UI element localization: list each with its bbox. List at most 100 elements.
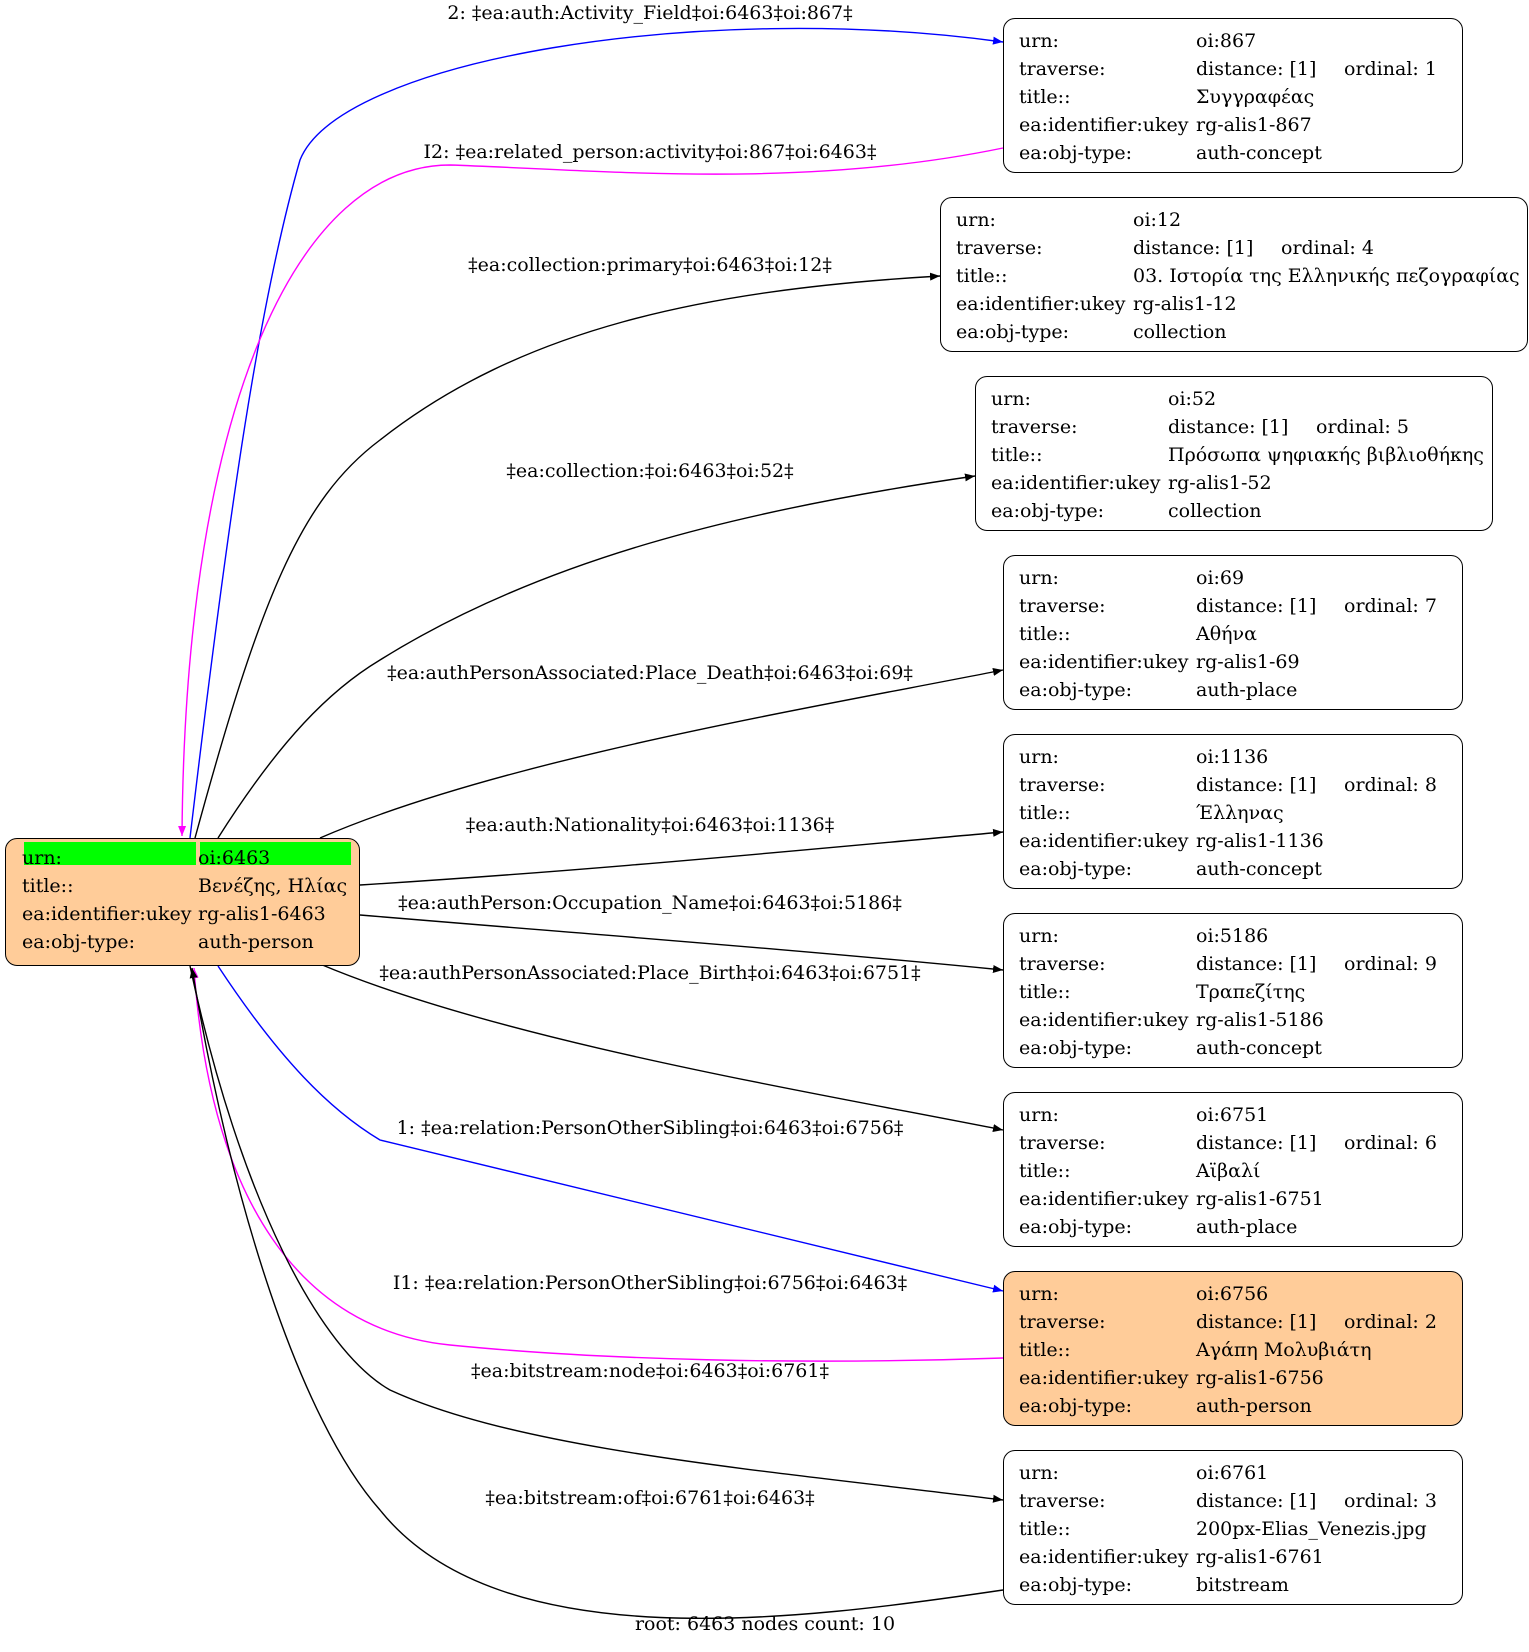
node-row-urn-value: oi:867	[1196, 30, 1257, 52]
edge-10	[189, 965, 1004, 1503]
node-row-title-key: title::	[991, 444, 1043, 466]
node-row-traverse-value: distance: [1]	[1196, 58, 1317, 80]
node-row-title-key: title::	[1019, 1518, 1071, 1540]
root-objtype-value: auth-person	[198, 931, 314, 953]
edge-4	[319, 668, 1004, 839]
node-row-ordinal-value: ordinal: 1	[1344, 58, 1437, 80]
node-row-ukey-value: rg-alis1-1136	[1196, 830, 1324, 852]
edge-label-0: 2: ‡ea:auth:Activity_Field‡oi:6463‡oi:86…	[447, 2, 853, 24]
node-row-ukey-value: rg-alis1-69	[1196, 651, 1300, 673]
node-row-traverse-value: distance: [1]	[1196, 953, 1317, 975]
node-row-ukey-key: ea:identifier:ukey	[1019, 651, 1189, 673]
root-urn-key-highlight	[24, 842, 196, 865]
node-row-ordinal-value: ordinal: 3	[1344, 1490, 1437, 1512]
node-row-objtype-key: ea:obj-type:	[1019, 1395, 1133, 1417]
node-row-title-value: Αϊβαλί	[1196, 1160, 1261, 1182]
node-row-urn-key: urn:	[991, 388, 1031, 410]
edge-label-2: ‡ea:collection:primary‡oi:6463‡oi:12‡	[468, 254, 832, 276]
root-urn-key: urn:	[22, 847, 62, 869]
node-row-urn-value: oi:6761	[1196, 1462, 1269, 1484]
edge-1	[178, 147, 1004, 837]
node-row-objtype-key: ea:obj-type:	[1019, 1216, 1133, 1238]
node-row-objtype-value: auth-place	[1196, 679, 1298, 701]
node-row-traverse-key: traverse:	[1019, 595, 1106, 617]
node-row-traverse-key: traverse:	[1019, 1132, 1106, 1154]
node-row-traverse-value: distance: [1]	[1196, 1490, 1317, 1512]
node-row-urn-value: oi:1136	[1196, 746, 1269, 768]
node-row-ukey-value: rg-alis1-12	[1133, 293, 1237, 315]
node-oi-6751[interactable]: urn: oi:6751 traverse: distance: [1] ordinal…	[1003, 1092, 1463, 1247]
node-row-ukey-key: ea:identifier:ukey	[1019, 114, 1189, 136]
node-row-traverse-value: distance: [1]	[1133, 237, 1254, 259]
node-row-ordinal-value: ordinal: 2	[1344, 1311, 1437, 1333]
node-row-title-value: Συγγραφέας	[1196, 86, 1315, 108]
node-row-ukey-key: ea:identifier:ukey	[1019, 1009, 1189, 1031]
edge-label-8: 1: ‡ea:relation:PersonOtherSibling‡oi:64…	[396, 1117, 904, 1139]
node-row-title-value: Τραπεζίτης	[1196, 981, 1306, 1003]
node-row-traverse-value: distance: [1]	[1196, 595, 1317, 617]
node-row-objtype-key: ea:obj-type:	[1019, 142, 1133, 164]
node-row-title-key: title::	[1019, 1160, 1071, 1182]
node-row-ukey-value: rg-alis1-5186	[1196, 1009, 1324, 1031]
root-ukey-value: rg-alis1-6463	[198, 903, 326, 925]
node-row-ordinal-value: ordinal: 7	[1344, 595, 1437, 617]
node-row-urn-value: oi:6751	[1196, 1104, 1269, 1126]
node-row-traverse-value: distance: [1]	[1196, 1132, 1317, 1154]
node-row-ukey-value: rg-alis1-6751	[1196, 1188, 1324, 1210]
node-row-objtype-key: ea:obj-type:	[991, 500, 1105, 522]
node-row-traverse-key: traverse:	[1019, 774, 1106, 796]
node-row-title-value: Έλληνας	[1196, 802, 1284, 824]
node-row-objtype-value: collection	[1133, 321, 1227, 343]
node-row-title-key: title::	[1019, 1339, 1071, 1361]
node-row-title-value: Πρόσωπα ψηφιακής βιβλιοθήκης	[1168, 444, 1484, 466]
node-row-title-value: Αθήνα	[1196, 623, 1257, 645]
edge-3	[217, 473, 976, 839]
node-row-objtype-value: collection	[1168, 500, 1262, 522]
edge-8	[217, 965, 1004, 1293]
edge-2	[194, 272, 941, 839]
node-row-objtype-value: auth-concept	[1196, 1037, 1322, 1059]
node-row-title-key: title::	[1019, 623, 1071, 645]
node-row-traverse-key: traverse:	[1019, 1311, 1106, 1333]
node-row-title-key: title::	[1019, 86, 1071, 108]
node-row-urn-value: oi:12	[1133, 209, 1182, 231]
node-row-urn-value: oi:5186	[1196, 925, 1269, 947]
node-row-ukey-key: ea:identifier:ukey	[1019, 830, 1189, 852]
edge-0	[189, 27, 1004, 839]
graph-footer: root: 6463 nodes count: 10	[634, 1613, 896, 1635]
node-row-urn-key: urn:	[1019, 1104, 1059, 1126]
edge-label-6: ‡ea:authPerson:Occupation_Name‡oi:6463‡o…	[398, 892, 902, 914]
edge-5	[359, 828, 1004, 886]
node-row-title-value: Αγάπη Μολυβιάτη	[1196, 1339, 1372, 1361]
edge-label-3: ‡ea:collection:‡oi:6463‡oi:52‡	[506, 460, 794, 482]
node-row-traverse-value: distance: [1]	[1196, 1311, 1317, 1333]
node-row-objtype-key: ea:obj-type:	[956, 321, 1070, 343]
node-row-traverse-key: traverse:	[1019, 1490, 1106, 1512]
node-row-title-key: title::	[1019, 802, 1071, 824]
node-row-ordinal-value: ordinal: 6	[1344, 1132, 1437, 1154]
edge-7	[319, 963, 1004, 1132]
edge-label-9: I1: ‡ea:relation:PersonOtherSibling‡oi:6…	[392, 1272, 908, 1294]
edge-label-5: ‡ea:auth:Nationality‡oi:6463‡oi:1136‡	[465, 814, 835, 836]
root-objtype-key: ea:obj-type:	[22, 931, 136, 953]
node-row-traverse-key: traverse:	[991, 416, 1078, 438]
node-row-ordinal-value: ordinal: 5	[1316, 416, 1409, 438]
node-row-urn-key: urn:	[1019, 746, 1059, 768]
node-row-urn-key: urn:	[1019, 567, 1059, 589]
root-node[interactable]: urn: oi:6463 title:: Βενέζης, Ηλίας ea:i…	[5, 838, 360, 966]
node-row-traverse-key: traverse:	[956, 237, 1043, 259]
node-row-objtype-key: ea:obj-type:	[1019, 679, 1133, 701]
node-row-urn-key: urn:	[1019, 925, 1059, 947]
root-title-key: title::	[22, 875, 74, 897]
node-row-urn-key: urn:	[1019, 1283, 1059, 1305]
